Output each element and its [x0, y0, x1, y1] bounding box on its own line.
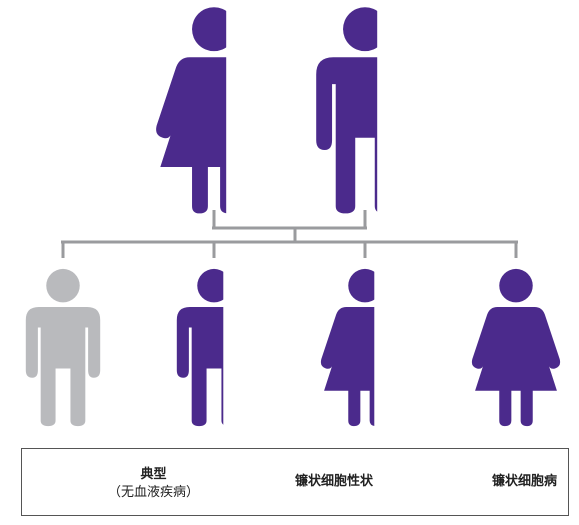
legend-typical-subtitle: （无血液疾病）	[108, 485, 200, 500]
parent-male-carrier-icon	[316, 7, 414, 214]
legend-label-carrier: 镰状细胞性状	[295, 473, 373, 491]
child-4-female-sickle-cell-disease-icon	[471, 268, 561, 427]
child-3-female-carrier-icon	[320, 268, 410, 427]
legend	[21, 448, 569, 516]
legend-typical-title: 典型	[140, 467, 167, 482]
legend-label-typical: 典型 （无血液疾病）	[108, 466, 199, 502]
pedigree-connectors	[61, 210, 518, 258]
legend-disease-title: 镰状细胞病	[492, 474, 558, 489]
parent-female-carrier-icon	[156, 7, 272, 214]
pedigree-figures	[25, 7, 561, 508]
legend-carrier-title: 镰状细胞性状	[295, 474, 374, 489]
child-1-male-typical-icon	[25, 268, 101, 427]
legend-label-disease: 镰状细胞病	[492, 473, 557, 491]
child-2-male-carrier-icon	[176, 268, 252, 427]
